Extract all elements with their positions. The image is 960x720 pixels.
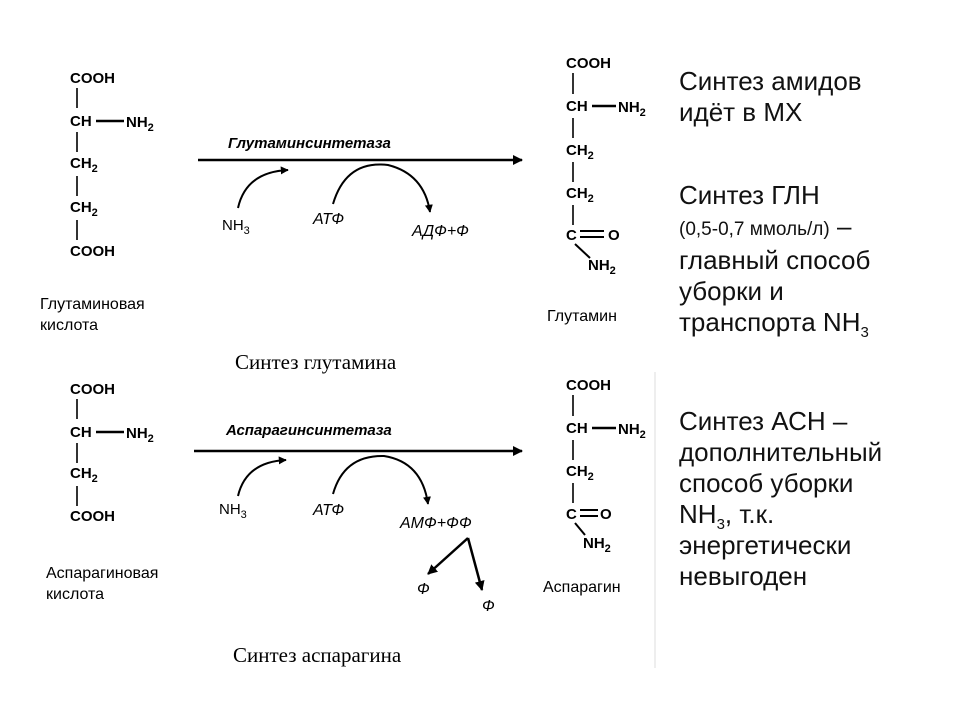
- ch2-group: CH2: [70, 155, 98, 175]
- ch-group: CH: [70, 113, 92, 130]
- note-line: дополнительный: [679, 437, 883, 467]
- substrate-label: Глутаминовая: [40, 296, 145, 313]
- note-line: невыгоден: [679, 561, 808, 591]
- pyrophosphate-split-arrow-left: [427, 537, 469, 575]
- note-amide-synthesis-location: Синтез амидов идёт в МХ: [679, 66, 949, 128]
- note-line: (0,5-0,7 ммоль/л) –: [679, 211, 852, 241]
- note-glutamine-role: Синтез ГЛН (0,5-0,7 ммоль/л) – главный с…: [679, 180, 949, 342]
- asparagine-structure: COOH CH NH2 CH2 C O NH2: [566, 377, 646, 555]
- glutamic-acid-structure: COOH CH NH2 CH2 CH2 COOH: [70, 70, 154, 260]
- glutamine-structure: COOH CH NH2 CH2 CH2 C O NH2: [566, 55, 646, 277]
- atp-conversion-arrow: [332, 163, 433, 213]
- ch2-group: CH2: [70, 465, 98, 485]
- note-line: энергетически: [679, 530, 852, 560]
- atp-conversion-arrow: [332, 454, 431, 505]
- note-asparagine-role: Синтез АСН – дополнительный способ уборк…: [679, 406, 949, 592]
- note-line: NH3, т.к.: [679, 499, 775, 534]
- ch2-group: CH2: [566, 142, 594, 162]
- nh3-input-arrow: [237, 166, 289, 209]
- note-line: Синтез амидов: [679, 66, 862, 96]
- carbonyl-carbon: C: [566, 227, 577, 244]
- amide-group: NH2: [583, 535, 611, 555]
- atp-label: АТФ: [312, 502, 344, 519]
- phosphate-label: Ф: [482, 598, 495, 615]
- ch2-group: CH2: [70, 199, 98, 219]
- concentration-range: (0,5-0,7 ммоль/л): [679, 219, 830, 240]
- cooh-top: COOH: [566, 377, 611, 394]
- amino-group: NH2: [126, 425, 154, 445]
- substrate-label: кислота: [46, 586, 104, 603]
- amide-group: NH2: [588, 257, 616, 277]
- cooh-bottom: COOH: [70, 508, 115, 525]
- nh3-input-arrow: [237, 456, 287, 497]
- ch2-group: CH2: [566, 463, 594, 483]
- cooh-top: COOH: [70, 381, 115, 398]
- cooh-top: COOH: [566, 55, 611, 72]
- note-line: идёт в МХ: [679, 97, 803, 127]
- substrate-label: Аспарагиновая: [46, 565, 158, 582]
- nh3-label: NH3: [219, 501, 247, 521]
- product-label: Глутамин: [547, 308, 617, 325]
- carbonyl-carbon: C: [566, 506, 577, 523]
- atp-label: АТФ: [312, 211, 344, 228]
- note-line: Синтез ГЛН: [679, 180, 820, 210]
- product-label: Аспарагин: [543, 579, 621, 596]
- aspartic-acid-structure: COOH CH NH2 CH2 COOH: [70, 381, 154, 525]
- adp-products-label: АДФ+Ф: [411, 223, 469, 240]
- note-line: транспорта NH3: [679, 307, 869, 342]
- enzyme-label: Глутаминсинтетаза: [228, 135, 391, 152]
- note-line: уборки и: [679, 276, 784, 306]
- scheme-caption: Синтез глутамина: [235, 350, 397, 374]
- ch-group: CH: [70, 424, 92, 441]
- carbonyl-oxygen: O: [600, 506, 612, 523]
- amino-group: NH2: [618, 421, 646, 441]
- note-line: Синтез АСН –: [679, 406, 848, 436]
- note-line: способ уборки: [679, 468, 854, 498]
- ch-group: CH: [566, 420, 588, 437]
- carbonyl-oxygen: O: [608, 227, 620, 244]
- cooh-bottom: COOH: [70, 243, 115, 260]
- phosphate-label: Ф: [417, 581, 430, 598]
- note-line: главный способ: [679, 245, 871, 275]
- amp-products-label: АМФ+ФФ: [399, 515, 472, 532]
- amino-group: NH2: [126, 114, 154, 134]
- ch-group: CH: [566, 98, 588, 115]
- nh3-label: NH3: [222, 217, 250, 237]
- pyrophosphate-split-arrow-right: [466, 537, 485, 591]
- scheme-caption: Синтез аспарагина: [233, 643, 402, 667]
- cooh-top: COOH: [70, 70, 115, 87]
- amino-group: NH2: [618, 99, 646, 119]
- ch2-group: CH2: [566, 185, 594, 205]
- substrate-label: кислота: [40, 317, 98, 334]
- enzyme-label: Аспарагинсинтетаза: [225, 422, 392, 439]
